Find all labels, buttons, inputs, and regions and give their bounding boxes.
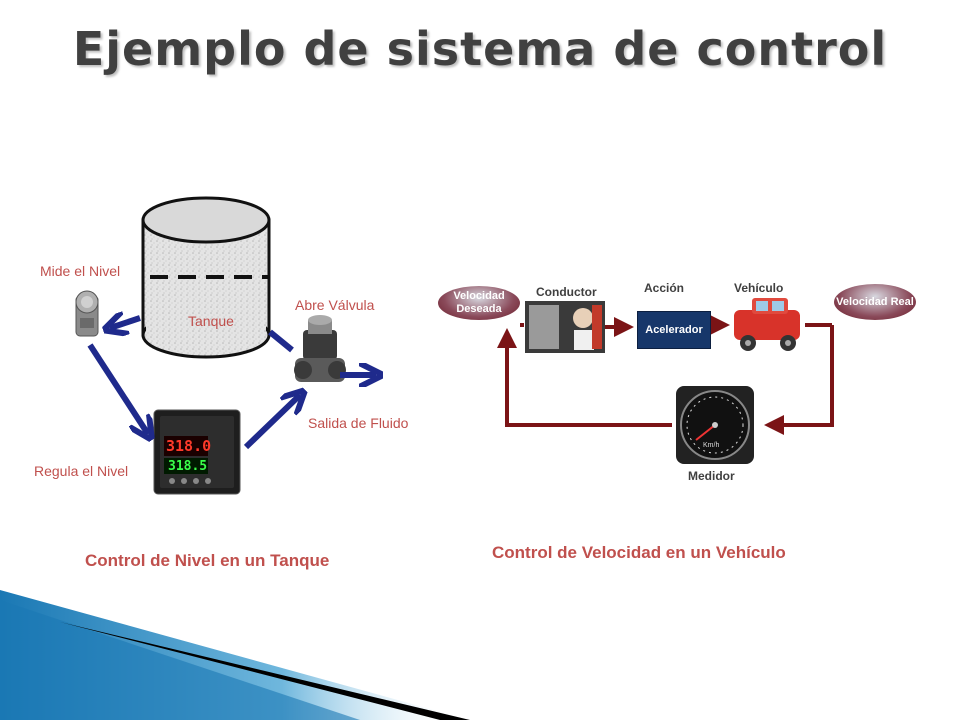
regulate-level-label: Regula el Nivel [34,463,129,479]
real-speed-text: Velocidad Real [836,295,914,308]
real-speed-pill: Velocidad Real [834,284,916,320]
driver-photo [525,301,605,353]
valve-icon [294,315,346,382]
fluid-outlet-label: Salida de Fluido [308,415,409,431]
accelerator-text: Acelerador [645,324,703,336]
accelerator-block: Acelerador [637,311,711,349]
action-label: Acción [644,281,685,295]
vehicle-caption: Control de Velocidad en un Vehículo [492,543,786,562]
controller-icon [153,409,241,495]
vehicle-label: Vehículo [734,281,784,295]
open-valve-label: Abre Válvula [295,297,375,313]
desired-speed-text: Velocidad Deseada [453,290,505,315]
gauge-unit-label: Km/h [703,442,720,449]
tank-to-sensor-arrow [110,318,141,328]
slide-title: Ejemplo de sistema de control [72,22,888,76]
real-to-meter-arrow [764,325,834,435]
controller-display-top: 318.0 [166,437,212,455]
meter-feedback-arrow [497,328,672,427]
tank-illustration [141,196,271,359]
car-icon [734,298,800,351]
meter-label: Medidor [688,469,735,483]
conductor-label: Conductor [536,285,597,299]
tank-label: Tanque [188,313,234,329]
desired-speed-pill: Velocidad Deseada [438,286,520,320]
controller-to-valve-arrow [243,395,300,450]
tank-caption: Control de Nivel en un Tanque [85,551,330,570]
sensor-to-controller-arrow [87,343,148,434]
speedometer-icon [676,386,754,464]
controller-display-bottom: 318.5 [168,459,208,474]
bottom-decoration [0,590,470,720]
tank-to-valve-pipe [268,329,294,353]
measure-level-label: Mide el Nivel [40,263,121,279]
level-sensor-icon [75,290,99,337]
